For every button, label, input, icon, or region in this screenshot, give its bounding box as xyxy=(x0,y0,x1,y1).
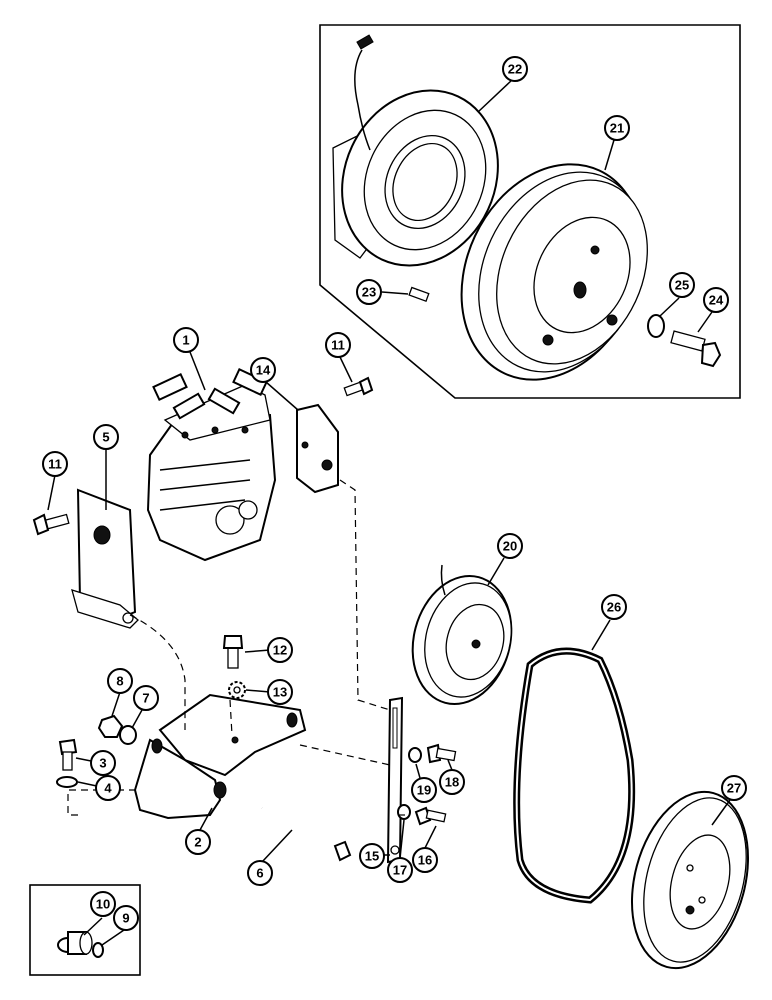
callout-11-left: 11 xyxy=(42,451,68,477)
bolt-18-part xyxy=(426,743,457,764)
washer-19-part xyxy=(408,747,422,763)
clutch-pulley-part xyxy=(460,163,648,381)
callout-15: 15 xyxy=(359,843,385,869)
svg-text:1: 1 xyxy=(182,333,189,348)
belt-26-part xyxy=(513,647,636,904)
svg-text:25: 25 xyxy=(675,278,689,293)
pulley-27-part xyxy=(630,790,750,970)
bolt-11-right-part xyxy=(343,376,374,397)
detail-inset-frame xyxy=(29,884,141,976)
callout-3: 3 xyxy=(90,750,116,776)
callout-23: 23 xyxy=(356,279,382,305)
callout-16: 16 xyxy=(412,847,438,873)
callout-21: 21 xyxy=(604,115,630,141)
svg-text:23: 23 xyxy=(362,285,376,300)
nut-8-part xyxy=(97,714,124,738)
bolt-24-part xyxy=(670,330,722,368)
spacer-7-part xyxy=(119,725,137,745)
callout-19: 19 xyxy=(411,777,437,803)
callout-12: 12 xyxy=(267,637,293,663)
svg-text:7: 7 xyxy=(142,691,149,706)
svg-text:5: 5 xyxy=(102,430,109,445)
callout-4: 4 xyxy=(95,775,121,801)
leader-lines xyxy=(47,79,731,946)
svg-text:11: 11 xyxy=(331,338,345,353)
bolt-12-part xyxy=(222,635,244,669)
bracket-plate-5-part xyxy=(71,488,139,629)
svg-text:10: 10 xyxy=(96,897,110,912)
svg-text:2: 2 xyxy=(194,835,201,850)
bolt-16-part xyxy=(414,806,447,826)
svg-text:18: 18 xyxy=(445,775,459,790)
callout-26: 26 xyxy=(601,594,627,620)
callout-7: 7 xyxy=(133,685,159,711)
callout-18: 18 xyxy=(439,769,465,795)
svg-text:24: 24 xyxy=(709,293,724,308)
adjusting-bar-15-part xyxy=(386,696,404,864)
svg-text:15: 15 xyxy=(365,849,379,864)
bracket-14-part xyxy=(296,403,339,494)
svg-text:17: 17 xyxy=(393,863,407,878)
washer-25-part xyxy=(647,314,665,338)
washer-4-part xyxy=(56,776,78,788)
clutch-inset-frame xyxy=(319,24,741,399)
svg-text:3: 3 xyxy=(99,756,106,771)
svg-text:11: 11 xyxy=(48,457,62,472)
svg-text:27: 27 xyxy=(727,781,741,796)
svg-text:14: 14 xyxy=(256,363,271,378)
callout-22: 22 xyxy=(502,56,528,82)
lockwasher-13-part xyxy=(228,681,246,699)
screw-23-part xyxy=(408,286,430,303)
callout-25: 25 xyxy=(669,272,695,298)
fitting-10-part xyxy=(57,931,93,955)
mounting-bracket-2-part xyxy=(133,693,307,820)
callout-24: 24 xyxy=(703,287,729,313)
bolt-3-part xyxy=(58,738,78,771)
callout-11-right: 11 xyxy=(325,332,351,358)
svg-text:13: 13 xyxy=(273,685,287,700)
svg-text:8: 8 xyxy=(116,674,123,689)
svg-text:26: 26 xyxy=(607,600,621,615)
callout-17: 17 xyxy=(387,857,413,883)
callout-6: 6 xyxy=(247,860,273,886)
svg-text:19: 19 xyxy=(417,783,431,798)
alignment-lines xyxy=(67,479,405,816)
bolt-11-left-part xyxy=(32,513,70,536)
callout-1: 1 xyxy=(173,327,199,353)
compressor-part xyxy=(146,367,277,562)
svg-text:12: 12 xyxy=(273,643,287,658)
callout-14: 14 xyxy=(250,357,276,383)
ring-9-part xyxy=(92,942,104,958)
callout-13: 13 xyxy=(267,679,293,705)
clutch-20-part xyxy=(411,564,513,706)
svg-text:22: 22 xyxy=(508,62,522,77)
callout-10: 10 xyxy=(90,891,116,917)
callout-27: 27 xyxy=(721,775,747,801)
callouts: 1 2 3 4 5 6 7 8 9 10 11 11 12 13 14 15 1… xyxy=(42,56,747,931)
callout-5: 5 xyxy=(93,424,119,450)
svg-text:16: 16 xyxy=(418,853,432,868)
svg-text:9: 9 xyxy=(122,911,129,926)
callout-8: 8 xyxy=(107,668,133,694)
svg-text:21: 21 xyxy=(610,121,624,136)
svg-text:4: 4 xyxy=(104,781,112,796)
clutch-coil-part xyxy=(332,34,499,267)
callout-2: 2 xyxy=(185,829,211,855)
callout-20: 20 xyxy=(497,533,523,559)
long-bolt-6-part xyxy=(261,806,352,862)
washer-17-part xyxy=(397,804,411,820)
svg-text:6: 6 xyxy=(256,866,263,881)
callout-9: 9 xyxy=(113,905,139,931)
svg-text:20: 20 xyxy=(503,539,517,554)
